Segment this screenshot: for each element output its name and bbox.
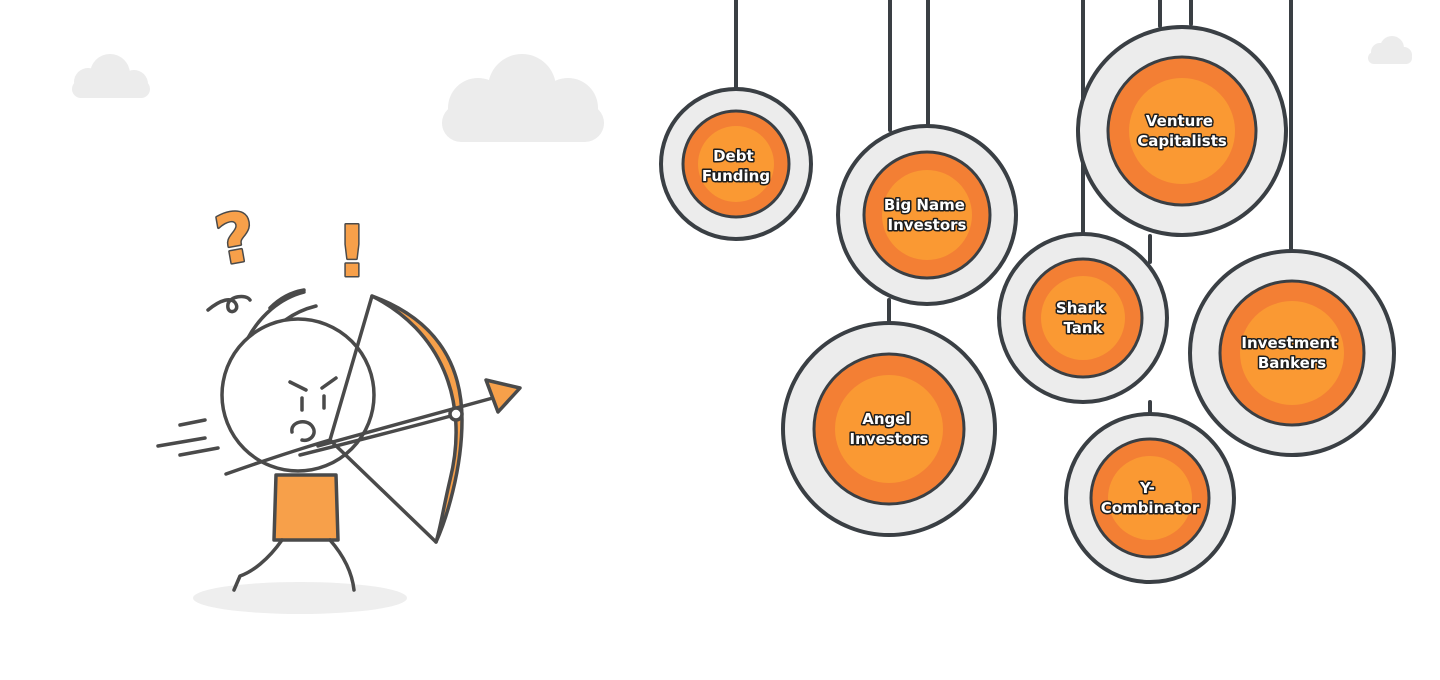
cloud-small-left [72, 54, 150, 98]
target-label: Shark Tank [1056, 299, 1110, 337]
cloud-small-right [1368, 36, 1412, 64]
archer-character: ? ! [156, 196, 522, 592]
speed-line-3 [178, 446, 220, 457]
confusion-scribble [206, 294, 252, 314]
target-core [1108, 456, 1192, 540]
question-mark: ? [210, 197, 263, 282]
target-label-line-2: Capitalists [1137, 132, 1227, 150]
target-label-line-2: Funding [702, 167, 770, 185]
speed-line-1 [178, 418, 207, 427]
archer-leg-right [328, 538, 356, 592]
target-label-line-2: Bankers [1258, 354, 1326, 372]
target-core [1240, 301, 1344, 405]
target-venture-capitalists: Venture Capitalists [1076, 25, 1288, 237]
target-core [1129, 78, 1235, 184]
target-label-line-1: Venture [1146, 112, 1213, 130]
target-core [1041, 276, 1125, 360]
arrow-shaft [316, 394, 502, 448]
target-debt-funding: Debt Funding [659, 87, 813, 241]
exclamation-mark: ! [336, 211, 368, 293]
archer-head [220, 317, 376, 473]
target-label-line-2: Investors [850, 430, 929, 448]
motion-line-head-1 [246, 290, 306, 340]
target-y-combinator: Y- Combinator [1064, 412, 1236, 584]
archer-arm-front [298, 412, 460, 457]
target-label-line-1: Debt [713, 147, 754, 165]
target-label-line-2: Investors [888, 216, 967, 234]
target-label: Debt Funding [702, 147, 770, 185]
target-label-line-1: Y- [1139, 479, 1155, 497]
target-label-line-1: Angel [862, 410, 910, 428]
target-label: Venture Capitalists [1137, 112, 1227, 150]
target-investment-bankers: Investment Bankers [1188, 249, 1396, 457]
archer-body [272, 473, 340, 542]
target-label-line-2: Tank [1063, 319, 1103, 337]
target-label: Big Name Investors [884, 196, 970, 234]
target-angel-investors: Angel Investors [781, 321, 997, 537]
target-label: Y- Combinator [1101, 479, 1200, 517]
target-label-line-2: Combinator [1101, 499, 1200, 517]
target-label-line-1: Investment [1241, 334, 1337, 352]
cloud-large-center [442, 54, 604, 142]
archer-arm-back [224, 438, 332, 476]
target-core [835, 375, 943, 483]
arrow-nock [448, 406, 464, 422]
archer-brow-left [288, 380, 308, 392]
target-label: Angel Investors [850, 410, 929, 448]
motion-line-head-3 [268, 288, 306, 310]
target-big-name-investors: Big Name Investors [836, 124, 1018, 306]
archer-leg-left [232, 538, 284, 592]
arrow-head-icon [484, 378, 522, 414]
bow-string [328, 294, 438, 544]
target-shark-tank: Shark Tank [997, 232, 1169, 404]
target-core [882, 170, 972, 260]
target-label: Investment Bankers [1241, 334, 1342, 372]
target-label-line-1: Shark [1056, 299, 1106, 317]
speed-line-2 [156, 436, 207, 448]
archer-cheek [290, 420, 316, 443]
ground-shadow [193, 582, 407, 614]
archer-brow-right [320, 376, 338, 390]
target-label-line-1: Big Name [884, 196, 965, 214]
target-core [698, 126, 774, 202]
